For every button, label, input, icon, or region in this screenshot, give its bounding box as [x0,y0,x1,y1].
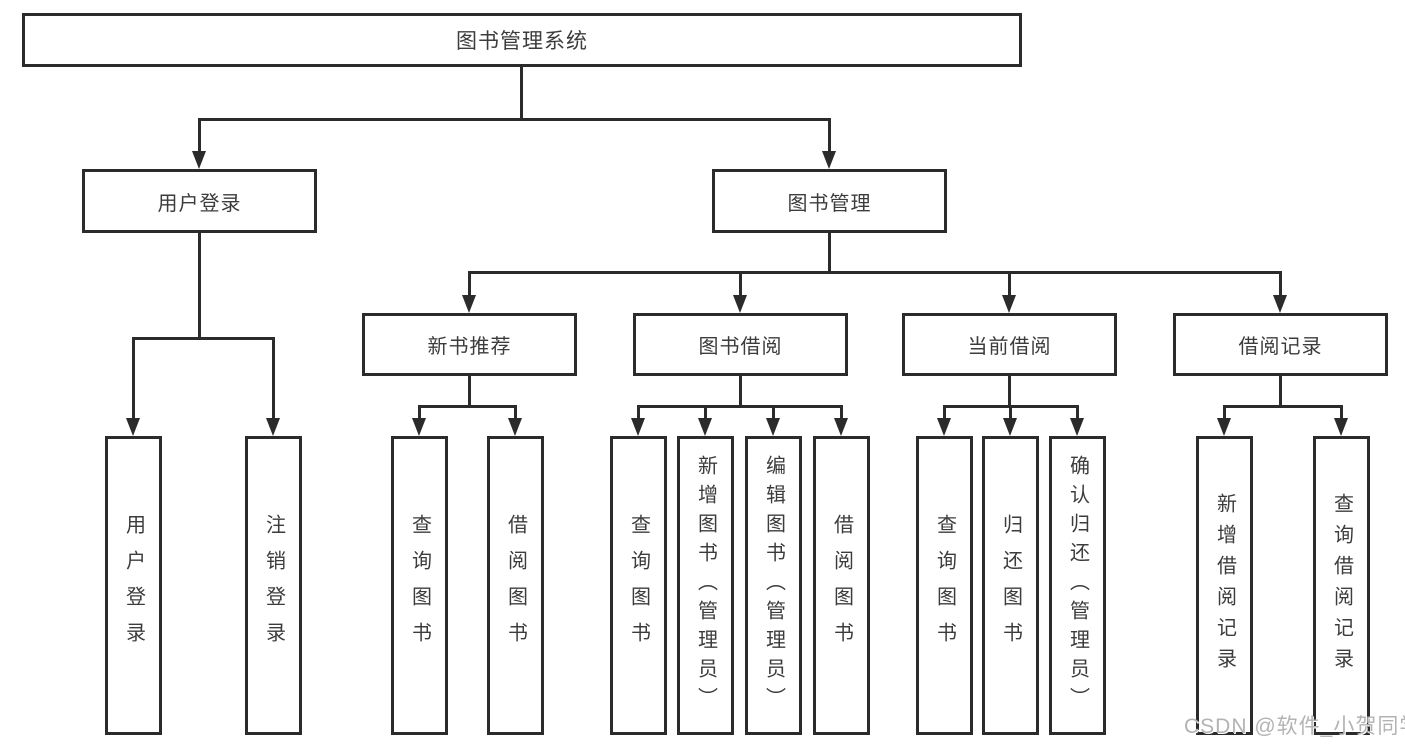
node-new-book-recommend-label: 新书推荐 [427,336,512,358]
arrow-down-icon [462,295,476,313]
leaf-add-book-admin-label: 新增图书（管理员） [694,455,717,716]
leaf-add-borrow-record: 新增借阅记录 [1196,436,1253,735]
arrow-down-icon [766,418,780,436]
leaf-query-book-label: 查询图书 [933,513,956,658]
node-root: 图书管理系统 [22,13,1022,67]
connector-shaft [514,405,517,420]
connector-shaft [840,405,843,420]
arrow-down-icon [126,418,140,436]
connector-root-bar [198,118,831,121]
leaf-return-book: 归还图书 [982,436,1039,735]
connector-shaft-book-management [828,118,831,153]
arrow-down-icon [412,418,426,436]
arrow-down-icon [1003,418,1017,436]
leaf-query-book: 查询图书 [610,436,667,735]
node-borrow-records: 借阅记录 [1173,313,1388,376]
connector-shaft [943,405,946,420]
connector-shaft-book-borrow [739,271,742,297]
connector-current-borrow-trunk [1008,376,1011,408]
connector-borrow-records-bar [1223,405,1343,408]
arrow-down-icon [822,151,836,169]
node-user-login: 用户登录 [82,169,317,233]
leaf-logout-label: 注销登录 [262,513,285,658]
arrow-down-icon [1217,418,1231,436]
connector-user-login-trunk [198,233,201,340]
arrow-down-icon [508,418,522,436]
leaf-edit-book-admin: 编辑图书（管理员） [745,436,802,735]
leaf-user-login-label: 用户登录 [122,513,145,658]
arrow-down-icon [1273,295,1287,313]
arrow-down-icon [698,418,712,436]
connector-book-management-bar [468,271,1282,274]
arrow-down-icon [192,151,206,169]
connector-book-borrow-bar [637,405,843,408]
connector-borrow-records-trunk [1279,376,1282,408]
node-user-login-label: 用户登录 [157,192,242,215]
arrow-down-icon [733,295,747,313]
connector-new-book-trunk [468,376,471,408]
arrow-down-icon [266,418,280,436]
leaf-user-login: 用户登录 [105,436,162,735]
csdn-watermark: CSDN @软件_小贺同学 [1184,715,1405,738]
connector-shaft-leaf-logout [272,337,275,420]
node-book-management-label: 图书管理 [787,192,872,215]
connector-shaft-leaf-login [132,337,135,420]
leaf-borrow-book: 借阅图书 [813,436,870,735]
arrow-down-icon [1002,295,1016,313]
connector-shaft-user-login [198,118,201,153]
leaf-borrow-book-label: 借阅图书 [830,513,853,658]
node-book-borrow: 图书借阅 [633,313,848,376]
connector-shaft [1076,405,1079,420]
node-borrow-records-label: 借阅记录 [1238,336,1323,358]
arrow-down-icon [1334,418,1348,436]
node-new-book-recommend: 新书推荐 [362,313,577,376]
leaf-query-book: 查询图书 [916,436,973,735]
leaf-logout: 注销登录 [245,436,302,735]
arrow-down-icon [631,418,645,436]
leaf-borrow-book-label: 借阅图书 [504,513,527,658]
node-root-label: 图书管理系统 [456,30,588,53]
connector-root-trunk [520,67,523,121]
connector-user-login-bar [132,337,275,340]
connector-shaft [1340,405,1343,420]
leaf-edit-book-admin-label: 编辑图书（管理员） [762,455,785,716]
leaf-query-book-label: 查询图书 [408,513,431,658]
connector-shaft [1223,405,1226,420]
connector-shaft-new-book [468,271,471,297]
node-current-borrow: 当前借阅 [902,313,1117,376]
leaf-add-borrow-record-label: 新增借阅记录 [1213,492,1236,679]
node-book-management: 图书管理 [712,169,947,233]
leaf-borrow-book: 借阅图书 [487,436,544,735]
leaf-confirm-return-admin-label: 确认归还（管理员） [1066,455,1089,716]
leaf-confirm-return-admin: 确认归还（管理员） [1049,436,1106,735]
connector-shaft [1009,405,1012,420]
leaf-add-book-admin: 新增图书（管理员） [677,436,734,735]
connector-book-borrow-trunk [739,376,742,408]
arrow-down-icon [834,418,848,436]
leaf-query-book-label: 查询图书 [627,513,650,658]
connector-shaft [637,405,640,420]
connector-shaft [704,405,707,420]
connector-shaft [418,405,421,420]
connector-shaft-borrow-records [1279,271,1282,297]
node-book-borrow-label: 图书借阅 [698,336,783,358]
connector-shaft-current-borrow [1008,271,1011,297]
node-current-borrow-label: 当前借阅 [967,336,1052,358]
arrow-down-icon [937,418,951,436]
leaf-query-borrow-record-label: 查询借阅记录 [1330,492,1353,679]
connector-new-book-bar [418,405,517,408]
connector-shaft [772,405,775,420]
leaf-return-book-label: 归还图书 [999,513,1022,658]
leaf-query-borrow-record: 查询借阅记录 [1313,436,1370,735]
leaf-query-book: 查询图书 [391,436,448,735]
arrow-down-icon [1070,418,1084,436]
connector-book-management-trunk [828,233,831,274]
